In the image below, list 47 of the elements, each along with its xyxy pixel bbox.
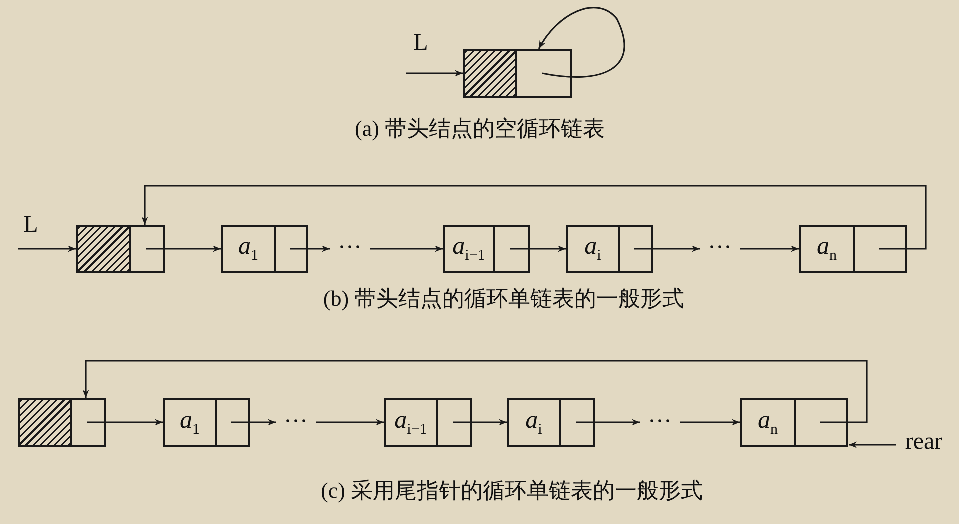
arrow [82, 360, 868, 424]
list-node-box [740, 398, 848, 447]
pointer-label: rear [896, 427, 952, 457]
arrow [370, 246, 443, 252]
arrow [740, 246, 799, 252]
list-node-box [799, 225, 907, 273]
head-node-box [18, 398, 106, 447]
arrow [290, 246, 330, 252]
element-label: a$_{i−1}$ [452, 233, 486, 265]
arrow [453, 419, 507, 426]
arrow [538, 7, 626, 78]
head-node-box [76, 225, 165, 273]
ellipsis: ··· [700, 235, 740, 261]
figure-caption: (b) 带头结点的循环单链表的一般形式 [323, 285, 685, 313]
element-label: a$_{i}$ [584, 233, 602, 265]
element-label: a$_{n}$ [817, 233, 837, 265]
head-node-box [463, 49, 572, 98]
ellipsis: ··· [276, 409, 316, 435]
figure-caption: (a) 带头结点的空循环链表 [355, 115, 605, 143]
arrow [849, 442, 896, 448]
arrow [406, 70, 463, 77]
element-label: a$_{1}$ [238, 233, 258, 265]
element-label: a$_{1}$ [180, 406, 200, 438]
arrow [316, 419, 384, 426]
element-label: a$_{n}$ [758, 406, 778, 438]
arrow [680, 419, 740, 426]
arrow [142, 185, 927, 250]
list-node-box [384, 398, 472, 447]
arrow [232, 419, 276, 426]
list-node-box [566, 225, 653, 273]
arrow [146, 246, 221, 252]
figure-caption: (c) 采用尾指针的循环单链表的一般形式 [321, 477, 703, 505]
ellipsis: ··· [330, 235, 370, 261]
element-label: a$_{i}$ [526, 406, 542, 438]
arrow [18, 246, 76, 252]
pointer-label: L [406, 30, 436, 76]
list-node-box [507, 398, 595, 447]
arrow [87, 419, 163, 426]
ellipsis: ··· [640, 409, 680, 435]
arrow [576, 419, 640, 426]
pointer-label: L [18, 212, 44, 252]
list-node-box [163, 398, 250, 447]
arrow [510, 246, 566, 252]
element-label: a$_{i−1}$ [394, 406, 428, 438]
list-node-box [443, 225, 530, 273]
arrow [634, 246, 700, 252]
list-node-box [221, 225, 308, 273]
